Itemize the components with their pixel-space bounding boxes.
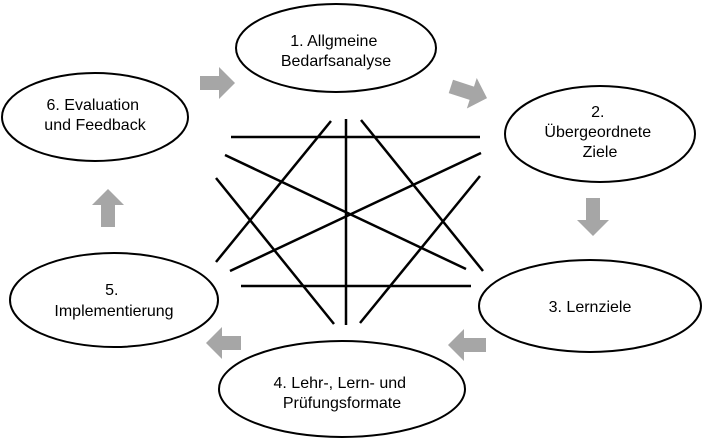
arrow-up-icon: [92, 189, 124, 227]
flow-arrows: [92, 67, 609, 361]
node-5: 5. Implementierung: [9, 252, 219, 348]
center-line: [229, 151, 482, 273]
node-2-line-1: 2.: [591, 104, 604, 121]
svg-text:6. Evaluation und Feed: 6. Evaluation und Feedback: [44, 97, 146, 134]
node-3-line-1: 3. Lernziele: [549, 299, 632, 316]
svg-text:2. Übergeordnete: 2. Übergeordnete Ziele: [544, 104, 655, 161]
arrow-left-icon: [448, 329, 486, 361]
node-6: 6. Evaluation und Feedback: [1, 72, 189, 162]
node-ellipse: [504, 85, 696, 183]
svg-text:5. Implementierung: 5. Implementierung: [54, 282, 173, 320]
node-6-line-2: und Feedback: [44, 117, 146, 134]
node-2: 2. Übergeordnete Ziele: [504, 85, 696, 183]
arrow-left-icon: [206, 327, 241, 359]
node-ellipse: [218, 340, 466, 438]
node-4-line-1: 4. Lehr-, Lern- und: [274, 375, 407, 392]
center-line: [360, 119, 484, 272]
node-5-line-1: 5.: [105, 282, 118, 299]
node-ellipse: [9, 252, 219, 348]
node-4: 4. Lehr-, Lern- und Prüfungsformate: [218, 340, 466, 438]
node-1-line-2: Bedarfsanalyse: [281, 53, 391, 70]
node-4-line-2: Prüfungsformate: [283, 395, 401, 412]
svg-text:4. Lehr-, Lern- und Pr: 4. Lehr-, Lern- und Prüfungsformate: [274, 375, 411, 412]
arrow-right-icon: [200, 67, 235, 99]
node-2-line-3: Ziele: [583, 144, 618, 161]
node-1: 1. Allgmeine Bedarfsanalyse: [235, 3, 437, 93]
svg-text:3. Lernziele: 3. Lernziele: [549, 299, 632, 316]
arrow-right-icon: [448, 78, 488, 109]
node-ellipse: [1, 72, 189, 162]
arrow-down-icon: [577, 198, 609, 236]
node-6-line-1: 6. Evaluation: [47, 97, 140, 114]
node-ellipse: [478, 259, 702, 353]
center-line: [215, 120, 332, 263]
node-2-line-2: Übergeordnete: [544, 123, 651, 141]
center-lines: [215, 119, 484, 325]
center-line: [359, 175, 481, 324]
node-3: 3. Lernziele: [478, 259, 702, 353]
node-ellipse: [235, 3, 437, 93]
center-line: [224, 153, 467, 271]
node-5-line-2: Implementierung: [54, 303, 173, 320]
node-1-line-1: 1. Allgmeine: [290, 33, 377, 50]
svg-text:1. Allgmeine Bedarfsan: 1. Allgmeine Bedarfsanalyse: [281, 33, 391, 70]
